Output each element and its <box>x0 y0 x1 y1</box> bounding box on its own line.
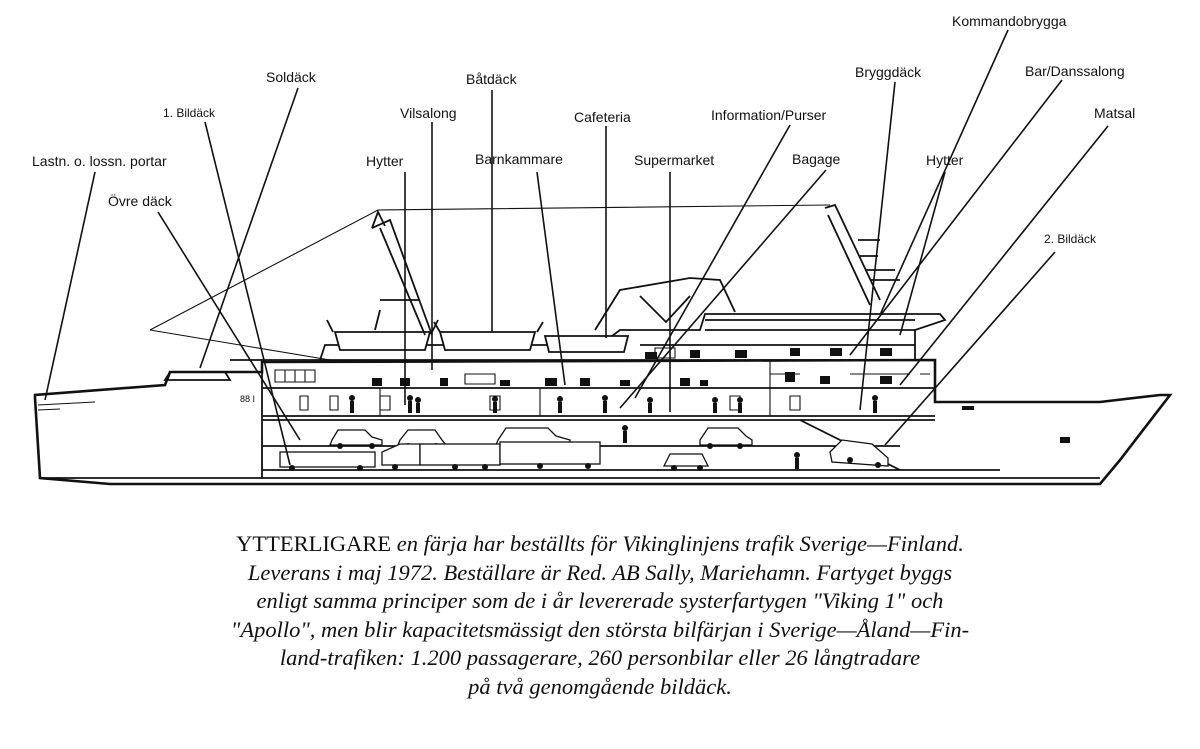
label-hytter-aft: Hytter <box>366 153 404 169</box>
caption-lead-word: YTTERLIGARE <box>236 531 392 556</box>
caption-line-1: YTTERLIGARE en färja har beställts för V… <box>20 530 1180 559</box>
label-supermarket: Supermarket <box>634 152 714 168</box>
caption-line-5: land-trafiken: 1.200 passagerare, 260 pe… <box>279 645 921 671</box>
cars <box>279 427 889 471</box>
label-information-purser: Information/Purser <box>711 107 826 123</box>
svg-text:88 I: 88 I <box>240 394 255 404</box>
caption-line-6: på två genomgående bildäck. <box>468 673 732 699</box>
label-bar-danssalong: Bar/Danssalong <box>1025 63 1125 79</box>
passenger-figures <box>349 348 892 469</box>
caption: YTTERLIGARE en färja har beställts för V… <box>20 530 1180 702</box>
caption-line-4: "Apollo", men blir kapacitetsmässigt den… <box>230 616 970 642</box>
caption-line-2: Leverans i maj 1972. Beställare är Red. … <box>247 559 953 585</box>
label-hytter-fore: Hytter <box>926 152 964 168</box>
ship-hull: 88 I <box>33 358 1173 486</box>
leader-lines <box>44 29 1109 466</box>
label-vilsalong: Vilsalong <box>400 105 457 121</box>
caption-line-3: enligt samma principer som de i år lever… <box>256 588 944 614</box>
label-barnkammare: Barnkammare <box>475 151 563 167</box>
label-cafeteria: Cafeteria <box>574 109 631 125</box>
label-matsal: Matsal <box>1094 105 1135 121</box>
lifeboats <box>326 319 630 353</box>
label-batdack: Båtdäck <box>466 71 518 87</box>
label-soldack: Soldäck <box>266 69 317 85</box>
label-bryggdack: Bryggdäck <box>855 64 922 80</box>
ferry-cutaway-diagram: 88 I <box>32 13 1173 486</box>
label-bildack-1: 1. Bildäck <box>163 106 216 120</box>
caption-line-1-text: en färja har beställts för Vikinglinjens… <box>391 531 964 556</box>
callout-labels: Lastn. o. lossn. portar Övre däck 1. Bil… <box>32 13 1135 246</box>
label-bagage: Bagage <box>792 151 840 167</box>
label-bildack-2: 2. Bildäck <box>1044 232 1097 246</box>
label-kommandobrygga: Kommandobrygga <box>952 13 1067 29</box>
label-ovre-dack: Övre däck <box>108 192 173 209</box>
label-lastn-portar: Lastn. o. lossn. portar <box>32 153 167 169</box>
